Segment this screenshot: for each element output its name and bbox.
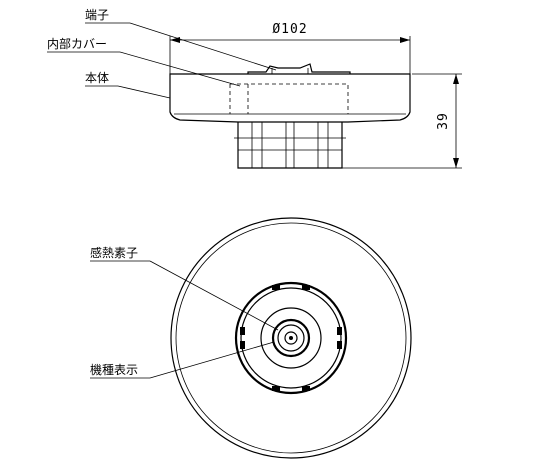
callout-model-indication: 機種表示 [90, 341, 275, 379]
detector-guard-profile [234, 122, 346, 169]
outer-rim-inner [175, 222, 407, 454]
guard-ring-inner [240, 287, 342, 389]
guard-ring-outer [234, 281, 348, 395]
heat-sensing-element [271, 318, 311, 358]
callout-inner-cover: 内部カバー [47, 36, 241, 87]
height-dimension: 39 [342, 73, 462, 169]
outer-rim [170, 217, 412, 459]
callout-model-indication-label: 機種表示 [90, 362, 138, 377]
callout-terminal-label: 端子 [85, 8, 109, 22]
diameter-dimension: Ø102 [169, 22, 411, 74]
height-label: 39 [436, 112, 451, 130]
callout-inner-cover-label: 内部カバー [47, 36, 107, 51]
bottom-view: 感熱素子 機種表示 [90, 217, 412, 459]
detector-body-profile [169, 63, 411, 123]
callout-body-label: 本体 [85, 71, 109, 85]
callout-heat-sensing-element: 感熱素子 [90, 245, 279, 331]
side-view: Ø102 39 [47, 8, 462, 169]
callout-body: 本体 [85, 71, 171, 99]
inner-hub [260, 307, 322, 369]
callout-heat-sensing-element-label: 感熱素子 [90, 245, 138, 260]
callout-terminal: 端子 [85, 8, 277, 71]
diameter-label: Ø102 [272, 22, 307, 37]
